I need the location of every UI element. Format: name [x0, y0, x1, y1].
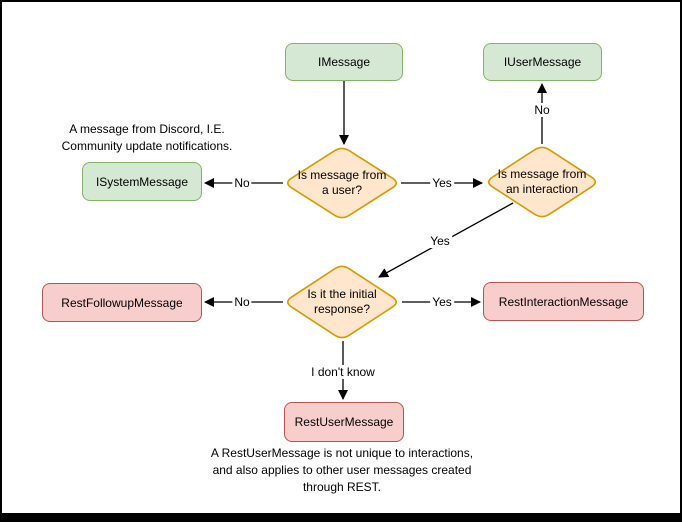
- node-iusermessage-label: IUserMessage: [503, 55, 582, 69]
- edge-label-initial-no: No: [232, 295, 252, 309]
- decision-initial-response-shape: [286, 265, 398, 339]
- edge-label-user-no: No: [232, 176, 252, 190]
- decision-from-user-label: Is message from a user?: [297, 168, 387, 197]
- edge-label-interaction-no: No: [532, 103, 552, 117]
- note-restusermessage-description: A RestUserMessage is not unique to inter…: [210, 446, 474, 494]
- node-restusermessage-label: RestUserMessage: [294, 415, 394, 429]
- decision-from-user-shape: [286, 147, 398, 219]
- node-iusermessage: IUserMessage: [483, 43, 602, 81]
- edge-label-user-yes: Yes: [430, 176, 454, 190]
- node-isystemmessage-label: ISystemMessage: [95, 174, 189, 189]
- node-imessage: IMessage: [285, 43, 403, 81]
- node-restfollowupmessage-label: RestFollowupMessage: [61, 295, 183, 310]
- node-restinteractionmessage-label: RestInteractionMessage: [498, 294, 629, 309]
- node-restusermessage: RestUserMessage: [284, 402, 404, 442]
- decision-from-interaction-shape: [487, 146, 597, 218]
- node-restfollowupmessage: RestFollowupMessage: [42, 283, 202, 322]
- decision-initial-response-label: Is it the initial response?: [307, 287, 377, 316]
- node-restinteractionmessage: RestInteractionMessage: [483, 282, 644, 321]
- node-isystemmessage: ISystemMessage: [82, 162, 202, 201]
- node-imessage-label: IMessage: [317, 55, 371, 69]
- edge-label-initial-unknown: I don't know: [309, 365, 377, 379]
- decision-from-interaction-label: Is message from an interaction: [497, 167, 587, 196]
- edge-label-initial-yes: Yes: [430, 295, 454, 309]
- note-isystemmessage-description: A message from Discord, I.E. Community u…: [61, 122, 233, 153]
- edge-label-interaction-yes: Yes: [428, 234, 452, 248]
